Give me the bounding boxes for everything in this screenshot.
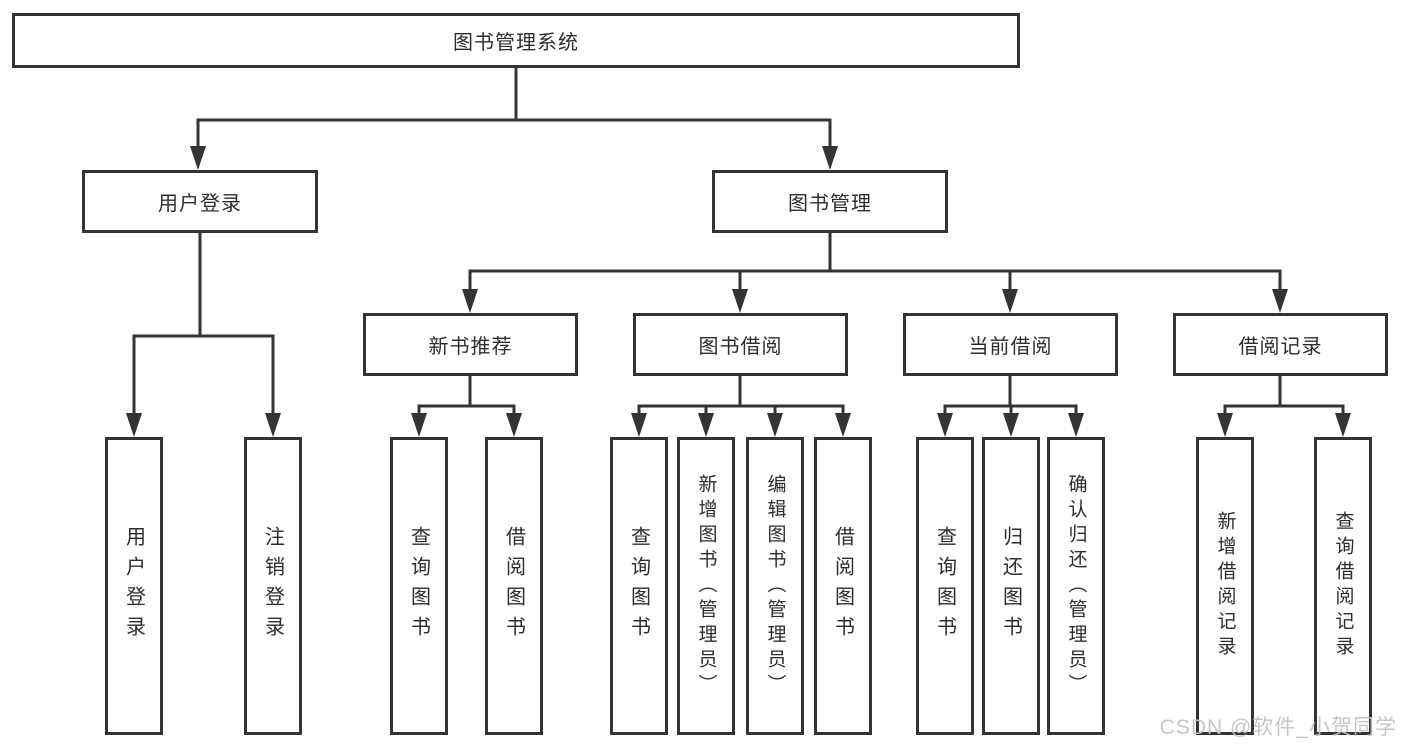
node-br-query-record-label: 查询借阅记录	[1332, 511, 1354, 661]
node-cb-query-books-label: 查询图书	[933, 526, 956, 646]
node-new-book-recommend-label: 新书推荐	[428, 336, 513, 358]
node-book-borrow-label: 图书借阅	[698, 336, 783, 358]
node-bb-edit-books-admin-label: 编辑图书（管理员）	[764, 473, 786, 699]
node-user-login-leaf: 用户登录	[105, 437, 163, 735]
node-bb-borrow-books: 借阅图书	[814, 437, 872, 735]
csdn-watermark: CSDN @软件_小贺同学	[1159, 716, 1397, 739]
node-cb-return-books: 归还图书	[982, 437, 1040, 735]
node-br-add-record: 新增借阅记录	[1196, 437, 1254, 735]
node-current-borrow-label: 当前借阅	[968, 336, 1053, 358]
node-bb-edit-books-admin: 编辑图书（管理员）	[746, 437, 804, 735]
node-new-book-recommend: 新书推荐	[363, 313, 578, 376]
node-book-management: 图书管理	[712, 170, 948, 233]
node-br-query-record: 查询借阅记录	[1314, 437, 1372, 735]
node-current-borrow: 当前借阅	[903, 313, 1118, 376]
node-bb-query-books: 查询图书	[610, 437, 668, 735]
node-rec-query-books: 查询图书	[390, 437, 448, 735]
node-cb-confirm-return-admin-label: 确认归还（管理员）	[1065, 473, 1087, 699]
node-root-label: 图书管理系统	[453, 32, 579, 54]
node-borrow-record: 借阅记录	[1173, 313, 1388, 376]
node-root: 图书管理系统	[12, 13, 1020, 68]
node-user-login: 用户登录	[82, 170, 318, 233]
node-bb-borrow-books-label: 借阅图书	[831, 526, 854, 646]
node-bb-query-books-label: 查询图书	[627, 526, 650, 646]
node-user-login-leaf-label: 用户登录	[122, 526, 145, 646]
node-cb-return-books-label: 归还图书	[999, 526, 1022, 646]
node-user-login-label: 用户登录	[158, 193, 242, 215]
node-rec-query-books-label: 查询图书	[407, 526, 430, 646]
node-bb-add-books-admin-label: 新增图书（管理员）	[695, 473, 717, 699]
node-cb-confirm-return-admin: 确认归还（管理员）	[1047, 437, 1105, 735]
node-logout: 注销登录	[244, 437, 302, 735]
node-book-borrow: 图书借阅	[633, 313, 848, 376]
node-borrow-record-label: 借阅记录	[1238, 336, 1323, 358]
node-br-add-record-label: 新增借阅记录	[1214, 511, 1236, 661]
node-bb-add-books-admin: 新增图书（管理员）	[677, 437, 735, 735]
node-cb-query-books: 查询图书	[916, 437, 974, 735]
node-book-management-label: 图书管理	[788, 193, 872, 215]
arrowheads	[126, 146, 1351, 437]
node-logout-label: 注销登录	[261, 526, 284, 646]
node-rec-borrow-books: 借阅图书	[485, 437, 543, 735]
node-rec-borrow-books-label: 借阅图书	[502, 526, 525, 646]
